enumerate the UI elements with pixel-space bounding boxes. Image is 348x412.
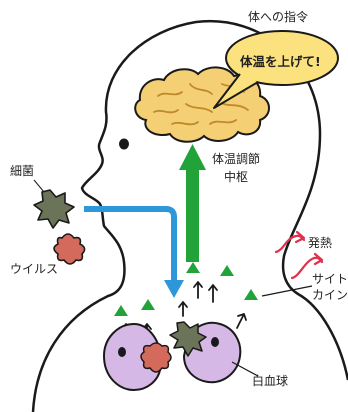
bacteria-label: 細菌 <box>10 164 34 178</box>
cytokine-label-line1: サイト <box>312 272 348 286</box>
bacteria-pointer-line <box>34 180 44 192</box>
eye <box>119 139 129 150</box>
virus-icon <box>141 343 171 372</box>
speech-bubble-text: 体温を上げて! <box>240 51 321 70</box>
white-blood-cell-label: 白血球 <box>252 374 288 388</box>
cytokine-label-line2: カイン <box>312 288 348 302</box>
thermoregulation-label-line1: 体温調節 <box>212 152 260 166</box>
command-title: 体への指令 <box>248 10 308 24</box>
virus-label: ウイルス <box>10 262 58 276</box>
virus-icon <box>54 234 85 264</box>
thermoregulation-label-line2: 中枢 <box>224 170 248 184</box>
bacteria-icon <box>34 190 74 228</box>
fever-label: 発熱 <box>308 236 332 250</box>
